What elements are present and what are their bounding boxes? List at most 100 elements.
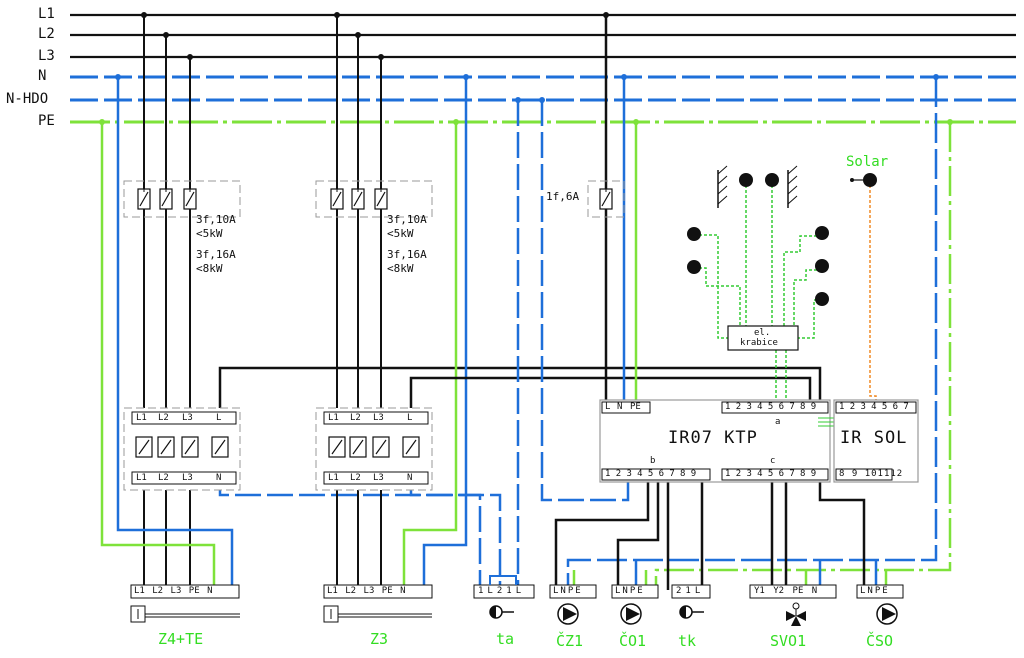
ctrl-br-6: 6 <box>778 469 790 479</box>
solar-module-title: IR SOL <box>840 428 908 448</box>
solar-module-unit <box>833 399 919 483</box>
z3-out-n: N <box>400 586 406 596</box>
z4-rating-16a: 3f,16A <box>196 248 236 261</box>
z4-rating-10a: 3f,10A <box>196 213 236 226</box>
z4-top-l2: L2 <box>158 413 169 423</box>
cz1-out-pe: PE <box>567 586 583 596</box>
sol-bot-11: 11 <box>877 469 891 479</box>
ctrl-br-9: 9 <box>810 469 822 479</box>
z3-heater-icon <box>323 605 432 623</box>
tk-out-l: L <box>694 586 705 596</box>
z4-bot-l1: L1 <box>136 473 147 483</box>
ta-jumper <box>489 575 517 585</box>
ctrl-top-5: 5 <box>767 402 779 412</box>
ctrl-term-pe: PE <box>630 402 641 412</box>
tk-thermostat-icon <box>679 605 704 619</box>
room-sensors <box>687 165 877 306</box>
ta-device-label: ta <box>496 630 515 648</box>
ta-out-1b: 1 <box>506 586 516 596</box>
tk-out-2: 2 <box>676 586 686 596</box>
sol-top-3: 3 <box>860 402 872 412</box>
ctrl-bl-6: 6 <box>658 469 670 479</box>
cz1-out-l: L <box>553 586 561 596</box>
ctrl-term-n: N <box>617 402 623 412</box>
z3-rating-16a: 3f,16A <box>387 248 427 261</box>
ctrl-group-a: a <box>775 417 781 427</box>
sol-bot-12: 12 <box>890 469 904 479</box>
cz1-device-label: ČZ1 <box>556 632 584 650</box>
ctrl-top-6: 6 <box>778 402 790 412</box>
z4-breaker-group <box>99 12 241 218</box>
controller-unit <box>599 399 842 483</box>
bus-label-l2: L2 <box>38 26 55 42</box>
z4-top-l1: L1 <box>136 413 147 423</box>
z4-contactor <box>123 407 241 491</box>
ctrl-br-5: 5 <box>767 469 779 479</box>
svo1-output-terminals: Y1 Y2 PE N <box>754 587 817 596</box>
ctrl-top-4: 4 <box>757 402 768 412</box>
co1-output-terminals: LNPE <box>615 587 645 596</box>
z4-output-terminals: L1 L2 L3 PE N <box>134 587 212 596</box>
z4-out-l2: L2 <box>152 586 164 596</box>
z3-out-l3: L3 <box>363 586 375 596</box>
ta-out-l: L <box>487 586 497 596</box>
ta-out-lb: L <box>515 586 526 596</box>
ctrl-br-4: 4 <box>757 469 768 479</box>
co1-out-pe: PE <box>629 586 645 596</box>
z4-out-n: N <box>207 586 213 596</box>
cz1-pump-icon <box>557 603 579 625</box>
svo1-out-y1: Y1 <box>754 586 765 596</box>
ctrl-top-1: 1 <box>725 402 736 412</box>
bus-label-n-hdo: N-HDO <box>6 91 49 107</box>
z3-out-l1: L1 <box>327 586 338 596</box>
z4-bot-n: N <box>216 473 222 483</box>
z3-out-l2: L2 <box>345 586 357 596</box>
ctrl-top-3: 3 <box>746 402 758 412</box>
z3-top-l3: L3 <box>373 413 384 423</box>
ctrl-bl-7: 7 <box>669 469 681 479</box>
z3-top-l: L <box>407 413 413 423</box>
sol-bot-10: 10 <box>864 469 878 479</box>
z3-branch-wiring <box>336 15 812 590</box>
sol-top-terminals: 1234567 <box>839 403 914 412</box>
co1-pump-icon <box>620 603 642 625</box>
z3-bot-l2: L2 <box>350 473 361 483</box>
ctrl-top-2: 2 <box>735 402 747 412</box>
ctrl-bl-3: 3 <box>626 469 638 479</box>
control-fuse-rating: 1f,6A <box>546 190 580 203</box>
co1-out-n: N <box>622 586 630 596</box>
cso-out-l: L <box>860 586 868 596</box>
svo1-out-pe: PE <box>792 586 804 596</box>
cz1-output-terminals: LNPE <box>553 587 583 596</box>
sensor-wiring <box>694 185 822 408</box>
cso-out-pe: PE <box>874 586 890 596</box>
ctrl-group-b: b <box>650 456 656 466</box>
z4-out-pe: PE <box>188 586 200 596</box>
junction-box-label-1: el. <box>754 328 771 338</box>
ctrl-top-terminals: 123456789 <box>725 403 821 412</box>
svo1-valve-icon <box>786 602 806 626</box>
sol-top-4: 4 <box>871 402 882 412</box>
ctrl-br-7: 7 <box>789 469 801 479</box>
sol-top-5: 5 <box>881 402 893 412</box>
ctrl-br-2: 2 <box>735 469 747 479</box>
z3-breaker-group <box>315 12 469 218</box>
z3-contactor <box>315 407 433 491</box>
bus-label-pe: PE <box>38 113 55 129</box>
sol-bottom-terminals: 8 9 101112 <box>839 470 903 479</box>
ctrl-bottom-right-terminals: 123456789 <box>725 470 821 479</box>
ctrl-br-8: 8 <box>800 469 811 479</box>
ctrl-bl-9: 9 <box>690 469 702 479</box>
z4-power-5kw: <5kW <box>196 227 223 240</box>
ta-out-1: 1 <box>478 586 488 596</box>
z3-rating-10a: 3f,10A <box>387 213 427 226</box>
z3-top-l1: L1 <box>328 413 339 423</box>
controller-feed-wiring <box>515 12 953 590</box>
controller-title: IR07 KTP <box>668 428 758 448</box>
ctrl-bl-2: 2 <box>615 469 627 479</box>
bus-label-l3: L3 <box>38 48 55 64</box>
z3-top-l2: L2 <box>350 413 361 423</box>
junction-box-label-2: krabice <box>740 338 778 348</box>
tk-output-terminals: 21L <box>676 587 704 596</box>
